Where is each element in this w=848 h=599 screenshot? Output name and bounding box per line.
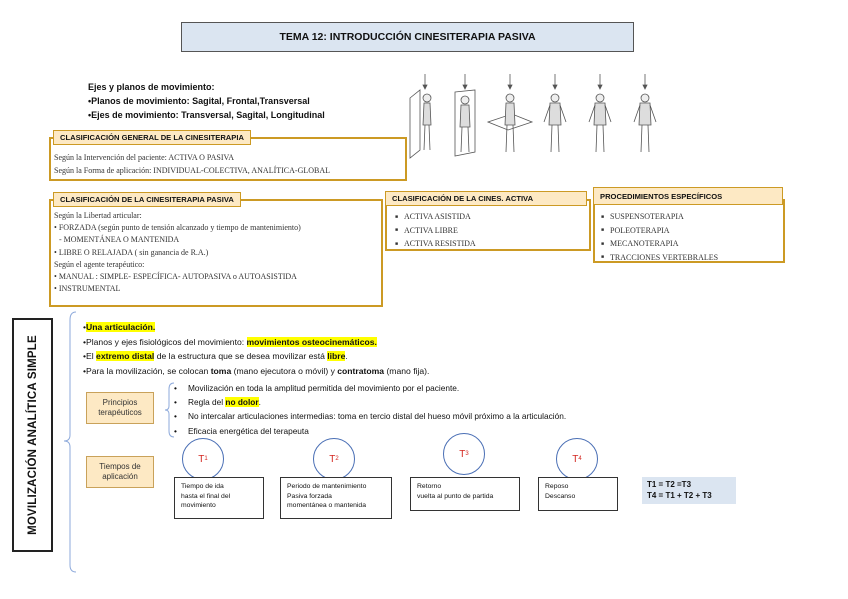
no-dolor-text: no dolor bbox=[225, 397, 259, 408]
clasif-general-line: Según la Forma de aplicación: INDIVIDUAL… bbox=[54, 166, 331, 175]
principios-list: Movilización en toda la amplitud permiti… bbox=[174, 381, 566, 438]
bullet-extremo-distal: El extremo distal de la estructura que s… bbox=[83, 349, 429, 364]
movilizacion-bullets: Una articulación. Planos y ejes fisiológ… bbox=[83, 320, 429, 379]
t3-line: vuelta al punto de partida bbox=[417, 492, 494, 500]
b3-pre: El bbox=[86, 351, 97, 362]
t2-sym: T bbox=[329, 453, 336, 465]
tiempos-label: Tiempos de aplicación bbox=[86, 456, 154, 488]
extremo-distal-text: extremo distal bbox=[96, 351, 155, 362]
clasif-activa-title: CLASIFICACIÓN DE LA CINES. ACTIVA bbox=[385, 191, 587, 206]
tiempos-formula: T1 = T2 =T3 T4 = T1 + T2 + T3 bbox=[642, 477, 736, 504]
b3-end: . bbox=[345, 351, 348, 362]
principio-2-end: . bbox=[258, 397, 261, 408]
t4-sub: 4 bbox=[578, 456, 582, 462]
principio-3: No intercalar articulaciones intermedias… bbox=[188, 411, 567, 422]
principio-2-pre: Regla del bbox=[188, 397, 226, 408]
t4-sym: T bbox=[572, 453, 579, 465]
activa-item: ACTIVA ASISTIDA bbox=[395, 211, 476, 225]
bullet-planos-ejes: Planos y ejes fisiológicos del movimient… bbox=[83, 335, 429, 350]
agente-heading: Según el agente terapéutico: bbox=[54, 259, 145, 269]
bullet-una-articulacion: Una articulación. bbox=[83, 320, 429, 335]
ejes-planos-section: Ejes y planos de movimiento: Planos de m… bbox=[88, 80, 325, 122]
t4-line: Reposo bbox=[545, 483, 569, 490]
forzada-text: FORZADA (según punto de tensión alcanzad… bbox=[58, 223, 301, 233]
planos-ejes-text: Planos y ejes fisiológicos del movimient… bbox=[86, 336, 247, 347]
instrumental-text: INSTRUMENTAL bbox=[58, 284, 121, 294]
principio-item: Eficacia energética del terapeuta bbox=[174, 424, 566, 438]
procedimiento-item: POLEOTERAPIA bbox=[601, 225, 718, 239]
libre-highlight: libre bbox=[327, 351, 346, 362]
principios-bracket bbox=[164, 382, 175, 438]
principio-item: Regla del no dolor. bbox=[174, 395, 566, 409]
manual-item: • MANUAL : SIMPLE- ESPECÍFICA- AUTOPASIV… bbox=[54, 272, 297, 282]
principio-1: Movilización en toda la amplitud permiti… bbox=[188, 383, 460, 393]
forzada-item: • FORZADA (según punto de tensión alcanz… bbox=[54, 223, 301, 233]
formula-line: T4 = T1 + T2 + T3 bbox=[647, 490, 712, 500]
anatomical-figures bbox=[400, 70, 690, 162]
b3-mid: de la estructura que se desea movilizar … bbox=[154, 351, 328, 362]
b4-pre: Para la movilización, se colocan bbox=[86, 366, 211, 377]
movilizacion-vertical-title: MOVILIZACIÓN ANALÍTICA SIMPLE bbox=[26, 335, 39, 535]
t4-line: Descanso bbox=[545, 492, 576, 500]
t1-box: Tiempo de ida hasta el final del movimie… bbox=[174, 477, 264, 519]
osteocinematicos-text: movimientos osteocinemáticos. bbox=[246, 336, 377, 347]
bullet-toma-contratoma: Para la movilización, se colocan toma (m… bbox=[83, 364, 429, 379]
clasif-general-title: CLASIFICACIÓN GENERAL DE LA CINESITERAPI… bbox=[53, 130, 251, 145]
procedimientos-title: PROCEDIMIENTOS ESPECÍFICOS bbox=[593, 187, 783, 205]
clasif-general-line: Según la Intervención del paciente: ACTI… bbox=[54, 153, 235, 162]
t1-line: Tiempo de ida bbox=[181, 483, 224, 490]
t2-box: Periodo de mantenimiento Pasiva forzada … bbox=[280, 477, 392, 519]
libre-text: LIBRE O RELAJADA ( sin ganancia de R.A.) bbox=[58, 247, 209, 257]
t3-box: Retorno vuelta al punto de partida bbox=[410, 477, 520, 511]
b4-end: (mano fija). bbox=[384, 366, 430, 377]
planos-item: Planos de movimiento: Sagital, Frontal,T… bbox=[88, 94, 325, 108]
forzada-sub: - MOMENTÁNEA O MANTENIDA bbox=[59, 235, 180, 245]
t1-sym: T bbox=[198, 453, 205, 465]
movilizacion-vertical-title-box: MOVILIZACIÓN ANALÍTICA SIMPLE bbox=[12, 318, 53, 552]
main-bracket bbox=[63, 311, 77, 573]
principio-item: Movilización en toda la amplitud permiti… bbox=[174, 381, 566, 395]
toma-text: toma bbox=[210, 366, 232, 377]
clasif-pasiva-box: Según la Libertad articular: • FORZADA (… bbox=[49, 199, 383, 307]
contratoma-text: contratoma bbox=[337, 366, 385, 377]
page-title: TEMA 12: INTRODUCCIÓN CINESITERAPIA PASI… bbox=[181, 22, 634, 52]
formula-line: T1 = T2 =T3 bbox=[647, 480, 692, 489]
t3-sub: 3 bbox=[465, 451, 469, 457]
t3-sym: T bbox=[459, 448, 466, 460]
libertad-heading: Según la Libertad articular: bbox=[54, 211, 142, 220]
t3-line: Retorno bbox=[417, 483, 442, 490]
principio-4: Eficacia energética del terapeuta bbox=[188, 425, 309, 436]
activa-item: ACTIVA LIBRE bbox=[395, 225, 476, 239]
una-articulacion-text: Una articulación. bbox=[86, 322, 156, 332]
ejes-item: Ejes de movimiento: Transversal, Sagital… bbox=[88, 108, 325, 122]
activa-item: ACTIVA RESISTIDA bbox=[395, 238, 476, 252]
t2-line: Periodo de mantenimiento bbox=[287, 483, 367, 490]
procedimiento-item: MECANOTERAPIA bbox=[601, 238, 718, 252]
t1-line: hasta el final del bbox=[181, 492, 231, 500]
principio-item: No intercalar articulaciones intermedias… bbox=[174, 409, 566, 423]
procedimiento-item: TRACCIONES VERTEBRALES bbox=[601, 252, 718, 266]
t1-line: movimiento bbox=[181, 502, 216, 509]
clasif-pasiva-title: CLASIFICACIÓN DE LA CINESITERAPIA PASIVA bbox=[53, 192, 241, 207]
t2-line: Pasiva forzada bbox=[287, 492, 332, 500]
procedimientos-box: SUSPENSOTERAPIA POLEOTERAPIA MECANOTERAP… bbox=[593, 199, 785, 263]
manual-text: MANUAL : SIMPLE- ESPECÍFICA- AUTOPASIVA … bbox=[58, 272, 297, 282]
principios-label: Principios terapéuticos bbox=[86, 392, 154, 424]
t2-line: momentánea o mantenida bbox=[287, 502, 366, 509]
clasif-activa-box: ACTIVA ASISTIDA ACTIVA LIBRE ACTIVA RESI… bbox=[385, 199, 591, 251]
b4-mid: (mano ejecutora o móvil) y bbox=[231, 366, 338, 377]
t1-sub: 1 bbox=[204, 456, 208, 462]
t2-sub: 2 bbox=[335, 456, 339, 462]
t4-box: Reposo Descanso bbox=[538, 477, 618, 511]
libre-item: • LIBRE O RELAJADA ( sin ganancia de R.A… bbox=[54, 247, 209, 257]
procedimiento-item: SUSPENSOTERAPIA bbox=[601, 211, 718, 225]
ejes-heading: Ejes y planos de movimiento: bbox=[88, 82, 215, 92]
instrumental-item: • INSTRUMENTAL bbox=[54, 284, 121, 294]
anatomical-plane-figure-icon bbox=[409, 74, 657, 159]
